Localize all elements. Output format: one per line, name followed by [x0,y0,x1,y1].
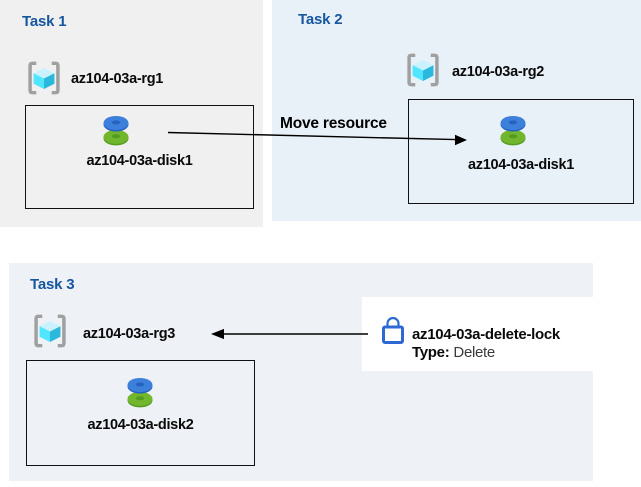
task3-disk-box [26,360,255,466]
resource-group-icon [407,53,439,87]
task2-panel [272,0,641,221]
task1-panel [0,0,263,227]
delete-lock-type-row: Type:Delete [412,344,560,362]
delete-lock-text: az104-03a-delete-lock Type:Delete [412,326,560,361]
disk-icon [500,116,526,146]
disk-icon [103,116,129,146]
resource-group-icon [28,61,60,95]
task3-disk-label: az104-03a-disk2 [87,417,194,433]
delete-lock-type-label: Type: [412,343,450,361]
task2-resource-group-label: az104-03a-rg2 [452,64,545,80]
task1-disk-label: az104-03a-disk1 [86,153,193,169]
task1-title: Task 1 [22,13,67,30]
delete-lock-name: az104-03a-delete-lock [412,326,560,343]
task1-disk-box [25,105,254,209]
move-resource-label: Move resource [280,115,387,132]
task2-disk-box [408,99,634,204]
lock-icon [382,316,404,344]
task3-title: Task 3 [30,276,75,293]
disk-icon [127,378,153,408]
task1-resource-group-label: az104-03a-rg1 [71,71,164,87]
resource-group-icon [34,314,66,348]
task2-title: Task 2 [298,11,343,28]
task3-resource-group-label: az104-03a-rg3 [83,326,176,342]
delete-lock-type-value: Delete [453,343,495,361]
task2-disk-label: az104-03a-disk1 [468,157,574,173]
